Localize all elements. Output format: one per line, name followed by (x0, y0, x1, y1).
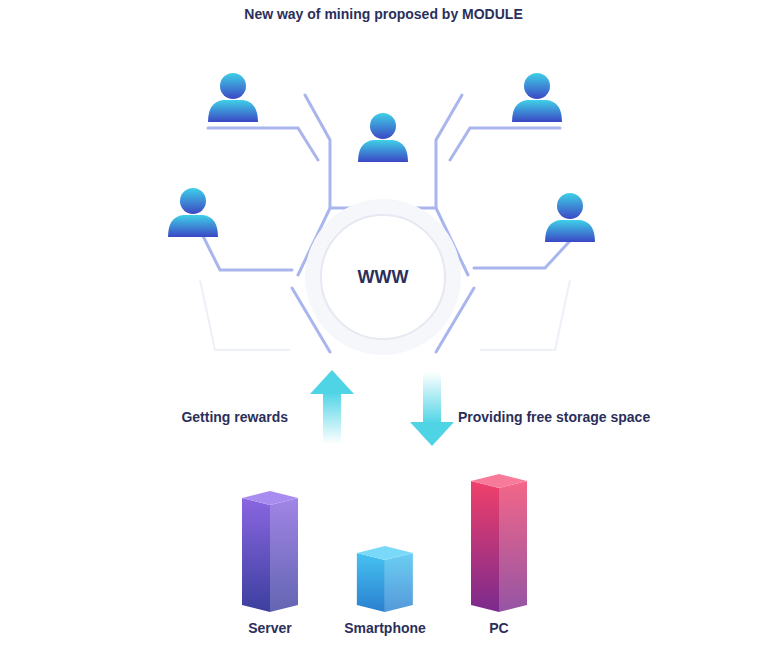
device-bar: Server (238, 491, 302, 636)
device-label: Server (238, 620, 302, 636)
arrow-label: Providing free storage space (458, 409, 650, 425)
outer-ring (305, 199, 461, 355)
inner-ring (321, 215, 445, 339)
bar-shape (340, 546, 430, 614)
down-arrow (410, 372, 454, 446)
user-icon (358, 113, 408, 162)
device-label: Smartphone (340, 620, 430, 636)
hub-label: WWW (358, 267, 409, 288)
user-icon (168, 188, 218, 237)
user-icon (512, 73, 562, 122)
user-icon (545, 193, 595, 242)
arrow-label: Getting rewards (181, 409, 288, 425)
device-bar: Smartphone (340, 546, 430, 636)
device-bar: PC (467, 474, 531, 636)
bar-shape (467, 474, 531, 614)
title: New way of mining proposed by MODULE (0, 6, 767, 22)
user-icon (208, 73, 258, 122)
hub-circle: WWW (333, 227, 433, 327)
bar-shape (238, 491, 302, 614)
hex-lines (200, 95, 580, 352)
device-label: PC (467, 620, 531, 636)
up-arrow (310, 370, 354, 444)
